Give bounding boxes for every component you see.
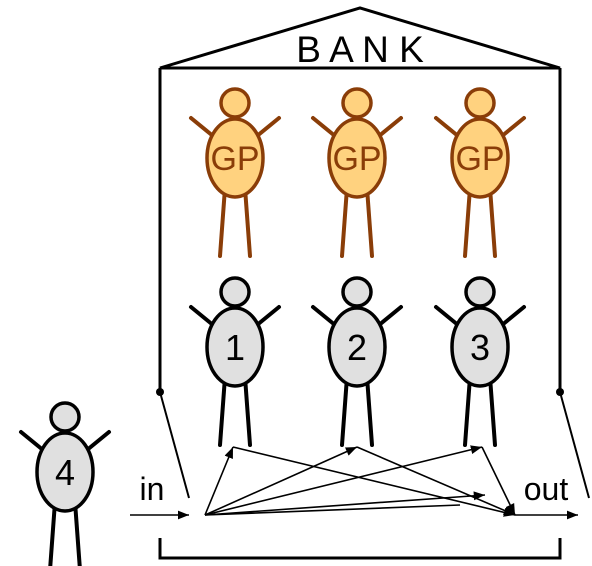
- arm-right: [500, 116, 526, 138]
- customer-group: 4: [19, 401, 111, 566]
- leg-left: [218, 186, 227, 258]
- leg-left: [48, 500, 57, 566]
- head: [49, 401, 81, 433]
- head: [464, 276, 496, 308]
- bank-title: B A N K: [296, 29, 424, 70]
- body: [450, 117, 510, 199]
- guardian-3-label: GP: [455, 140, 504, 178]
- guardian-1-label: GP: [210, 140, 259, 178]
- body: [450, 306, 510, 388]
- leg-right: [488, 375, 497, 447]
- arm-right: [377, 116, 403, 138]
- teller-2: 2: [311, 276, 403, 447]
- exit-door: [556, 388, 590, 499]
- arm-right: [255, 305, 281, 327]
- entry-label: in: [140, 471, 165, 507]
- arm-left: [311, 305, 337, 327]
- teller-3: 3: [434, 276, 526, 447]
- flow-down-2: [356, 446, 516, 516]
- body: [205, 306, 265, 388]
- leg-right: [243, 375, 252, 447]
- flow-up-2: [204, 446, 358, 516]
- arm-left: [434, 116, 460, 138]
- body: [327, 117, 387, 199]
- arm-left: [434, 305, 460, 327]
- body: [35, 431, 95, 513]
- flow-up-1: [204, 446, 234, 516]
- flow-direct-2: [204, 504, 461, 516]
- leg-right: [243, 186, 252, 258]
- body: [327, 306, 387, 388]
- head: [341, 276, 373, 308]
- arm-right: [85, 430, 111, 452]
- teller-1: 1: [189, 276, 281, 447]
- arm-right: [255, 116, 281, 138]
- arm-left: [189, 116, 215, 138]
- arm-right: [500, 305, 526, 327]
- leg-left: [463, 186, 472, 258]
- guardian-row: GP GP GP: [189, 87, 526, 258]
- arm-left: [19, 430, 45, 452]
- leg-right: [365, 186, 374, 258]
- flow-down-1: [232, 446, 516, 517]
- leg-right: [73, 500, 82, 566]
- leg-left: [340, 186, 349, 258]
- teller-row: 1 2 3: [189, 276, 526, 447]
- teller-3-label: 3: [470, 327, 490, 368]
- body: [205, 117, 265, 199]
- guardian-2-label: GP: [332, 140, 381, 178]
- exit-label: out: [524, 471, 569, 507]
- customer-4: 4: [19, 401, 111, 566]
- guardian-2: GP: [311, 87, 403, 258]
- customer-4-label: 4: [55, 452, 75, 493]
- head: [219, 276, 251, 308]
- flow-direct-1: [204, 491, 486, 516]
- head: [341, 87, 373, 119]
- flow-arrows: [130, 445, 578, 520]
- teller-1-label: 1: [225, 327, 245, 368]
- arm-left: [311, 116, 337, 138]
- head: [464, 87, 496, 119]
- arm-left: [189, 305, 215, 327]
- flow-up-3: [204, 445, 483, 516]
- teller-2-label: 2: [347, 327, 367, 368]
- leg-left: [340, 375, 349, 447]
- leg-right: [365, 375, 374, 447]
- flow-down-3: [481, 446, 516, 516]
- leg-left: [463, 375, 472, 447]
- guardian-1: GP: [189, 87, 281, 258]
- bank-floor: [158, 538, 562, 560]
- bank-building: [158, 6, 562, 560]
- leg-right: [488, 186, 497, 258]
- guardian-3: GP: [434, 87, 526, 258]
- leg-left: [218, 375, 227, 447]
- head: [219, 87, 251, 119]
- arm-right: [377, 305, 403, 327]
- entry-door: [156, 388, 190, 499]
